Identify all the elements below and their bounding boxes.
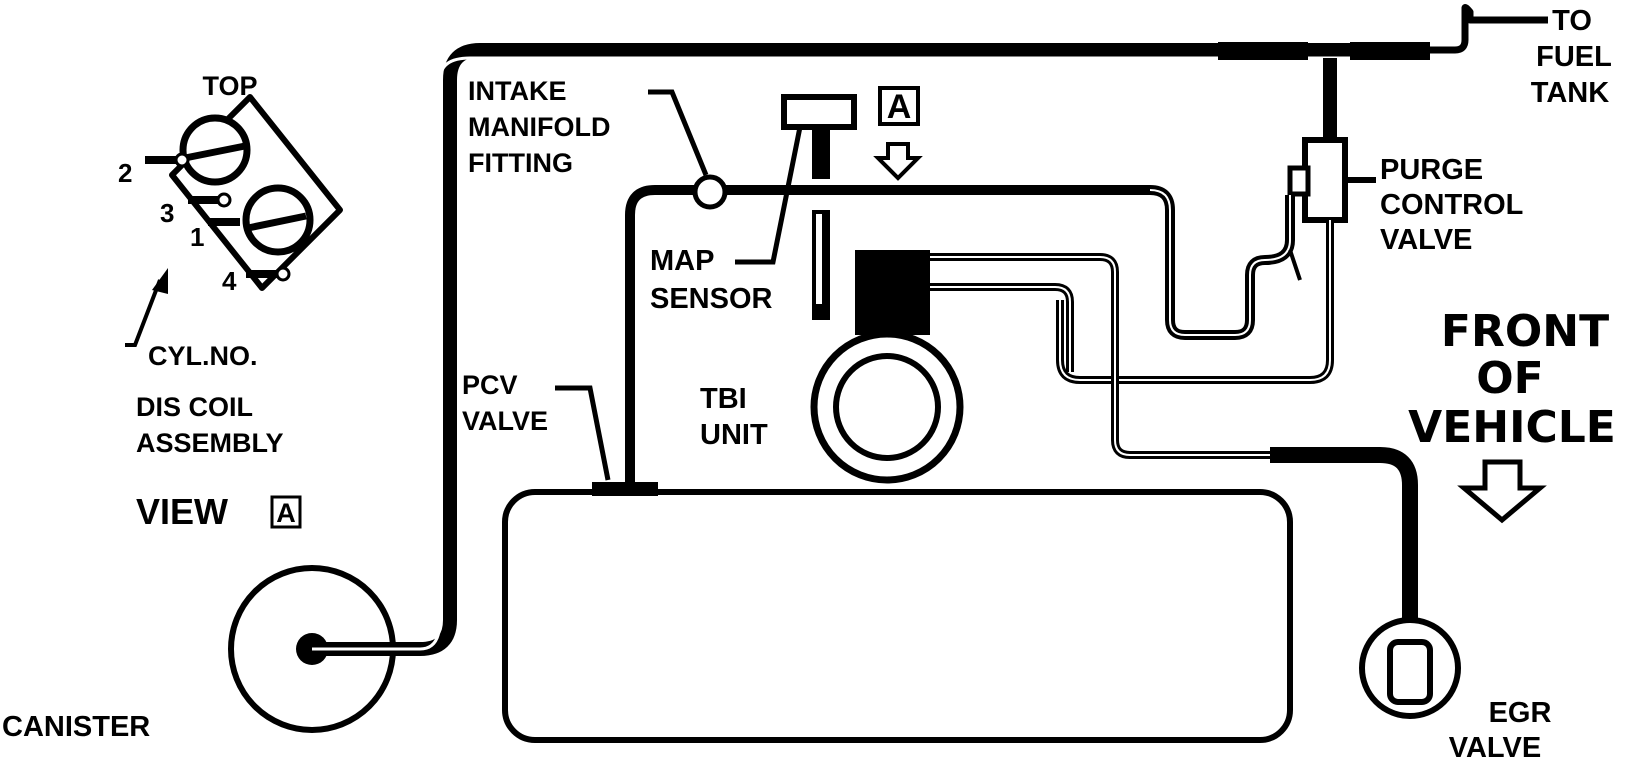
label-view: VIEW [136,491,228,532]
svg-text:DIS COIL: DIS COIL [136,392,253,422]
label-to-fuel-tank: TO FUEL TANK [1531,5,1612,109]
label-intake-manifold-fitting: INTAKE MANIFOLD FITTING [468,76,610,178]
tbi-unit [810,250,964,484]
svg-text:CONTROL: CONTROL [1380,189,1523,221]
svg-text:FITTING: FITTING [468,148,573,178]
hose-sleeve-2 [1350,42,1430,60]
label-top: TOP [202,71,257,101]
svg-text:TO: TO [1552,5,1592,37]
tbi-to-purge-line [930,283,1074,372]
label-dis-coil-assembly: DIS COIL ASSEMBLY [136,392,284,458]
cyl-number-1: 1 [190,222,204,252]
label-front-of-vehicle: FRONT OF VEHICLE [1408,306,1616,453]
cyl-number-3: 3 [160,198,174,228]
svg-text:INTAKE: INTAKE [468,76,567,106]
svg-text:MAP: MAP [650,245,714,277]
cyl-number-2: 2 [118,158,132,188]
view-a-marker-top-letter: A [887,88,912,126]
svg-text:TBI: TBI [700,383,747,415]
fuel-tank-line [1430,4,1548,54]
label-purge-control-valve: PURGE CONTROL VALVE [1380,154,1523,256]
svg-text:ASSEMBLY: ASSEMBLY [136,428,284,458]
cyl-number-4: 4 [222,266,237,296]
svg-text:VALVE: VALVE [1380,224,1472,256]
svg-text:MANIFOLD: MANIFOLD [468,112,610,142]
map-sensor-leader [735,126,803,265]
svg-text:VEHICLE: VEHICLE [1408,402,1616,453]
purge-to-manifold-line-inner [1059,220,1331,381]
map-sensor [781,94,857,320]
label-pcv-valve: PCV VALVE [462,370,548,436]
view-a-box-letter: A [276,498,296,528]
purge-control-valve [1287,137,1376,223]
pcv-valve-leader [555,385,611,481]
cyl-no-arrow [125,279,162,347]
pcv-valve-base [592,482,658,496]
egr-valve [1359,617,1461,719]
label-map-sensor: MAP SENSOR [650,245,773,315]
dis-coil-assembly [145,94,343,291]
canister-hose-inner [312,56,1430,651]
svg-text:OF: OF [1476,353,1543,404]
svg-text:VALVE: VALVE [462,406,548,436]
intake-manifold-fitting [692,174,728,210]
front-of-vehicle-arrow [1457,459,1547,524]
svg-text:EGR: EGR [1489,697,1552,729]
svg-text:TANK: TANK [1531,77,1609,109]
svg-text:FRONT: FRONT [1441,306,1609,357]
svg-text:UNIT: UNIT [700,419,768,451]
svg-text:PCV: PCV [462,370,518,400]
tbi-to-egr-line-inner [930,256,1270,456]
label-tbi-unit: TBI UNIT [700,383,768,451]
engine-block [502,489,1293,743]
canister-hose [312,43,1430,656]
label-canister: CANISTER [2,711,150,743]
view-a-box [270,495,302,529]
svg-text:PURGE: PURGE [1380,154,1483,186]
svg-text:VALVE: VALVE [1449,732,1541,762]
label-egr-valve: EGR VALVE [1449,697,1552,764]
label-cyl-no: CYL.NO. [148,341,258,371]
egr-hose-thick [1270,447,1418,640]
intake-manifold-line-inner [1149,189,1291,336]
view-a-marker-top [873,86,923,181]
hose-sleeve-1 [1218,42,1308,60]
intake-fitting-leader [648,89,709,176]
svg-text:SENSOR: SENSOR [650,283,773,315]
svg-text:FUEL: FUEL [1536,41,1612,73]
